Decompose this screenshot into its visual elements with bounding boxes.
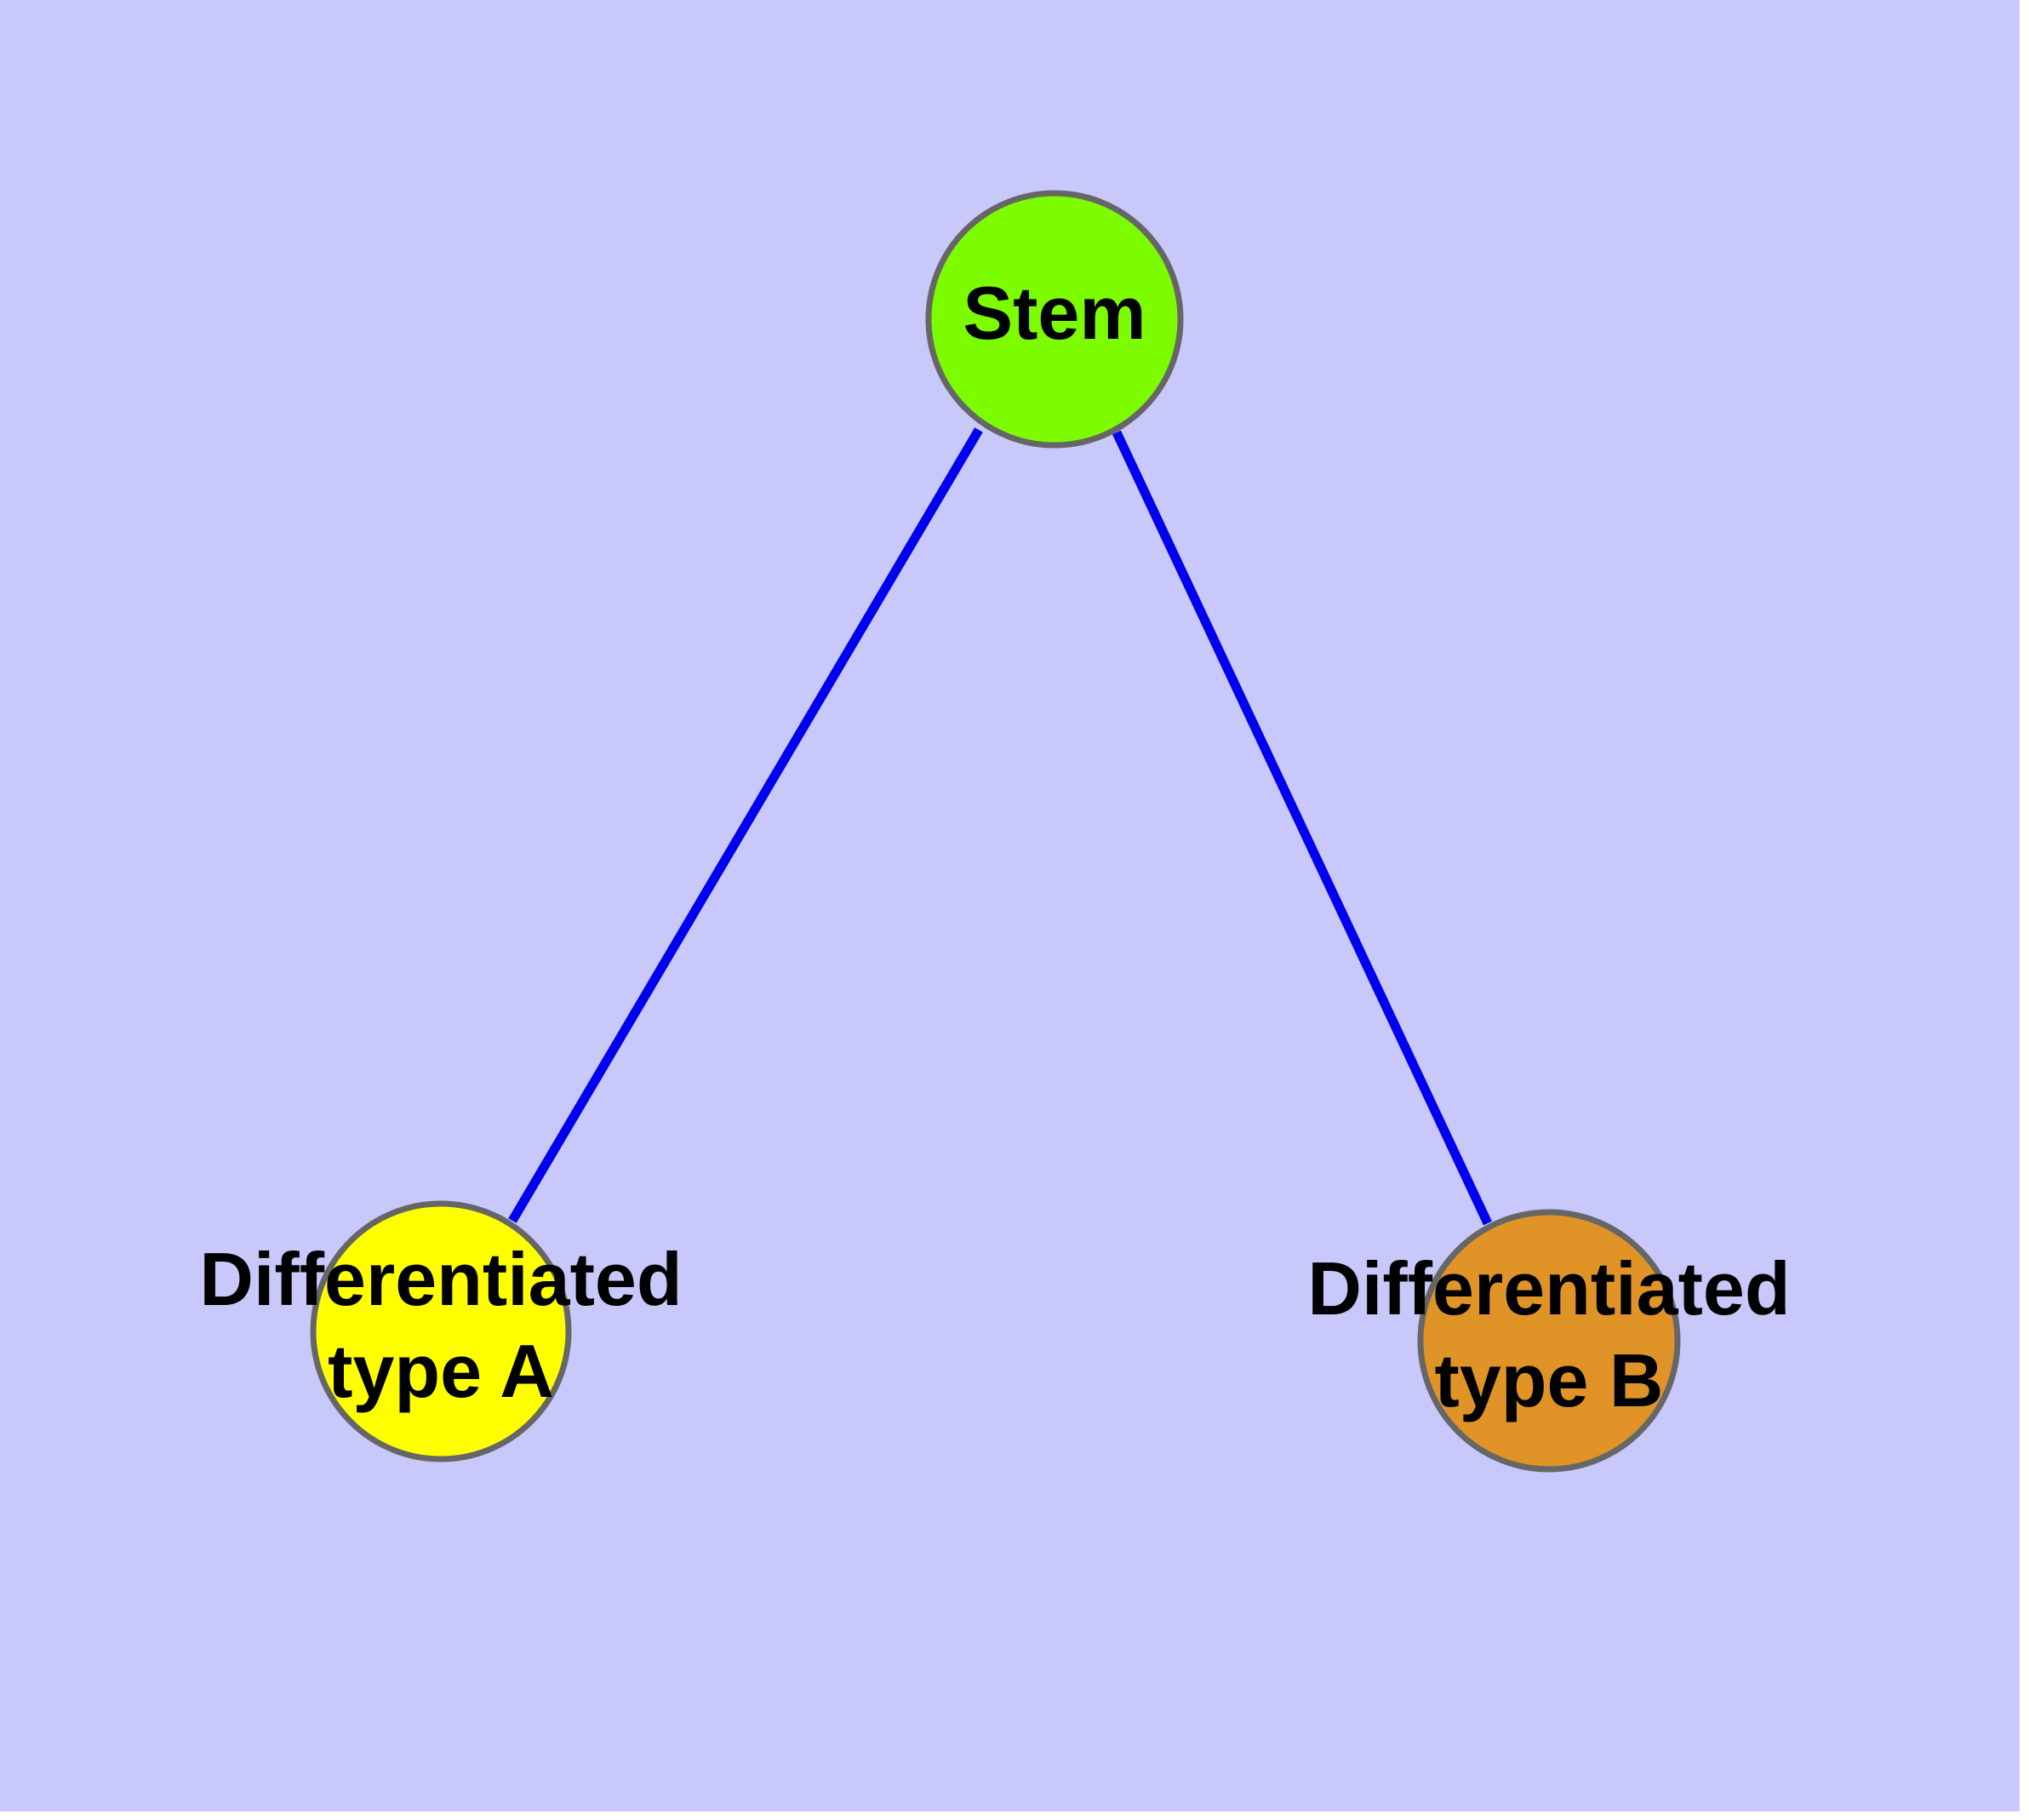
edge-stem-to-differentiated-a[interactable] bbox=[508, 427, 983, 1223]
edges-group bbox=[508, 427, 1492, 1226]
node-differentiated-type-a-circle[interactable] bbox=[310, 1200, 572, 1462]
edge-stem-to-differentiated-b[interactable] bbox=[1112, 430, 1492, 1226]
node-stem-label: Stem bbox=[963, 271, 1146, 355]
node-stem-circle[interactable] bbox=[925, 190, 1184, 449]
node-stem[interactable]: Stem bbox=[925, 190, 1184, 449]
node-differentiated-type-b-circle[interactable] bbox=[1417, 1209, 1681, 1473]
